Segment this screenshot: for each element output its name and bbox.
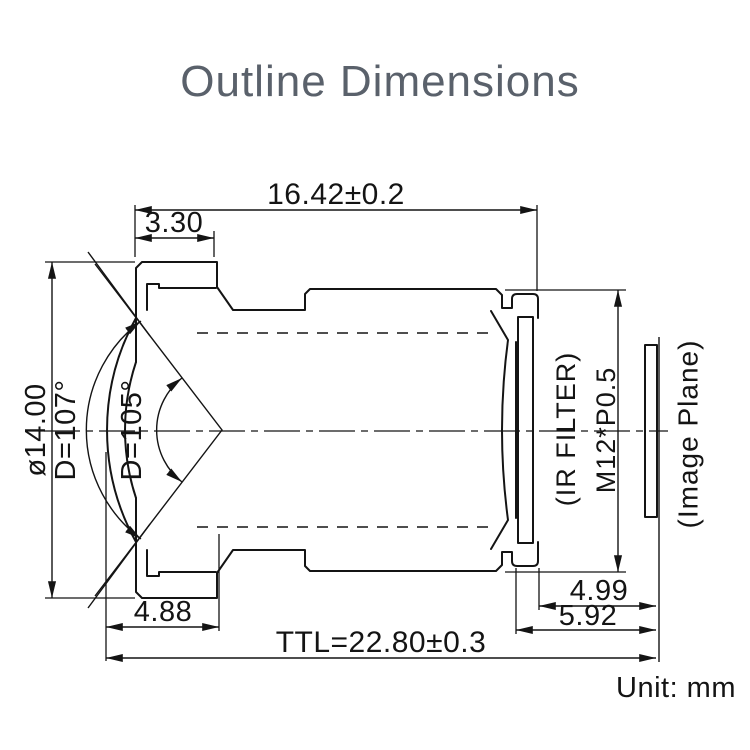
ir-filter-label: (IR FILTER): [551, 352, 581, 507]
fov-ray-lines: [85, 251, 223, 609]
ttl-label: TTL=22.80±0.3: [276, 626, 487, 659]
barrel-lower-profile: [135, 497, 539, 599]
cap-joint-lower: [146, 549, 217, 577]
cap-length-label: 3.30: [145, 207, 203, 239]
rear-element-surface: [490, 310, 509, 550]
fov-ray-inner: [94, 263, 223, 597]
fov-outer-label: D=107°: [50, 380, 82, 481]
filter-to-image-label: 4.99: [570, 575, 628, 607]
lens-barrel-outline: [135, 261, 539, 599]
overall-length-label: 16.42±0.2: [267, 178, 405, 211]
shoulder-to-image-label: 5.92: [559, 600, 617, 632]
image-plane-label: (Image Plane): [673, 340, 704, 529]
barrel-upper-profile: [135, 261, 539, 363]
thread-spec-label: M12*P0.5: [591, 367, 621, 494]
unit-note: Unit: mm: [616, 672, 736, 704]
angle-arc-105: [155, 377, 183, 483]
dimension-labels: 16.42±0.2 3.30 ø14.00 D=107° D=105° (IR …: [20, 178, 736, 704]
front-diameter-label: ø14.00: [20, 383, 52, 476]
rear-lens-element: [490, 310, 517, 550]
dimension-lines: [47, 205, 656, 663]
dome-outer-surface: [106, 317, 137, 543]
page-title: Outline Dimensions: [180, 57, 580, 106]
fov-inner-label: D=105°: [116, 380, 148, 481]
cap-joint-upper: [146, 283, 217, 311]
ir-filter-glass: [517, 316, 534, 544]
sensor-cover-glass: [644, 344, 658, 518]
angle-arc-107: [85, 320, 142, 540]
front-to-barrel-label: 4.88: [134, 596, 192, 628]
image-plane-marker: [644, 337, 660, 662]
